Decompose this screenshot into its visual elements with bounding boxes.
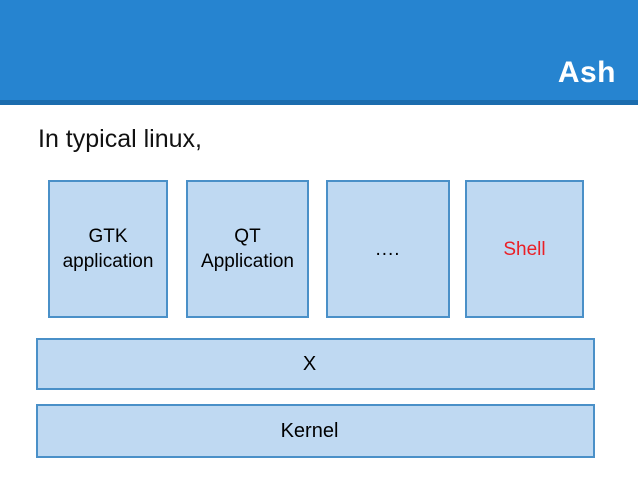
diagram-box-label: Shell: [503, 238, 546, 260]
diagram-layer-label: Kernel: [280, 419, 339, 442]
diagram-box-label: QT Application: [201, 226, 294, 272]
header-divider: [0, 100, 638, 105]
diagram-layer-label: X: [302, 352, 317, 375]
page-title: Ash: [557, 56, 616, 89]
diagram-box-shell: Shell: [465, 180, 584, 318]
diagram-box-gtk-application: GTK application: [48, 180, 168, 318]
diagram-layer-kernel: Kernel: [36, 404, 595, 458]
diagram-box-other-applications: ....: [326, 180, 450, 318]
slide-header: Ash: [0, 0, 638, 100]
diagram-box-label: ....: [375, 238, 401, 260]
diagram-layer-x-server: X: [36, 338, 595, 390]
diagram-box-qt-application: QT Application: [186, 180, 309, 318]
diagram-box-label: GTK application: [62, 226, 154, 272]
body-heading: In typical linux,: [38, 125, 202, 153]
